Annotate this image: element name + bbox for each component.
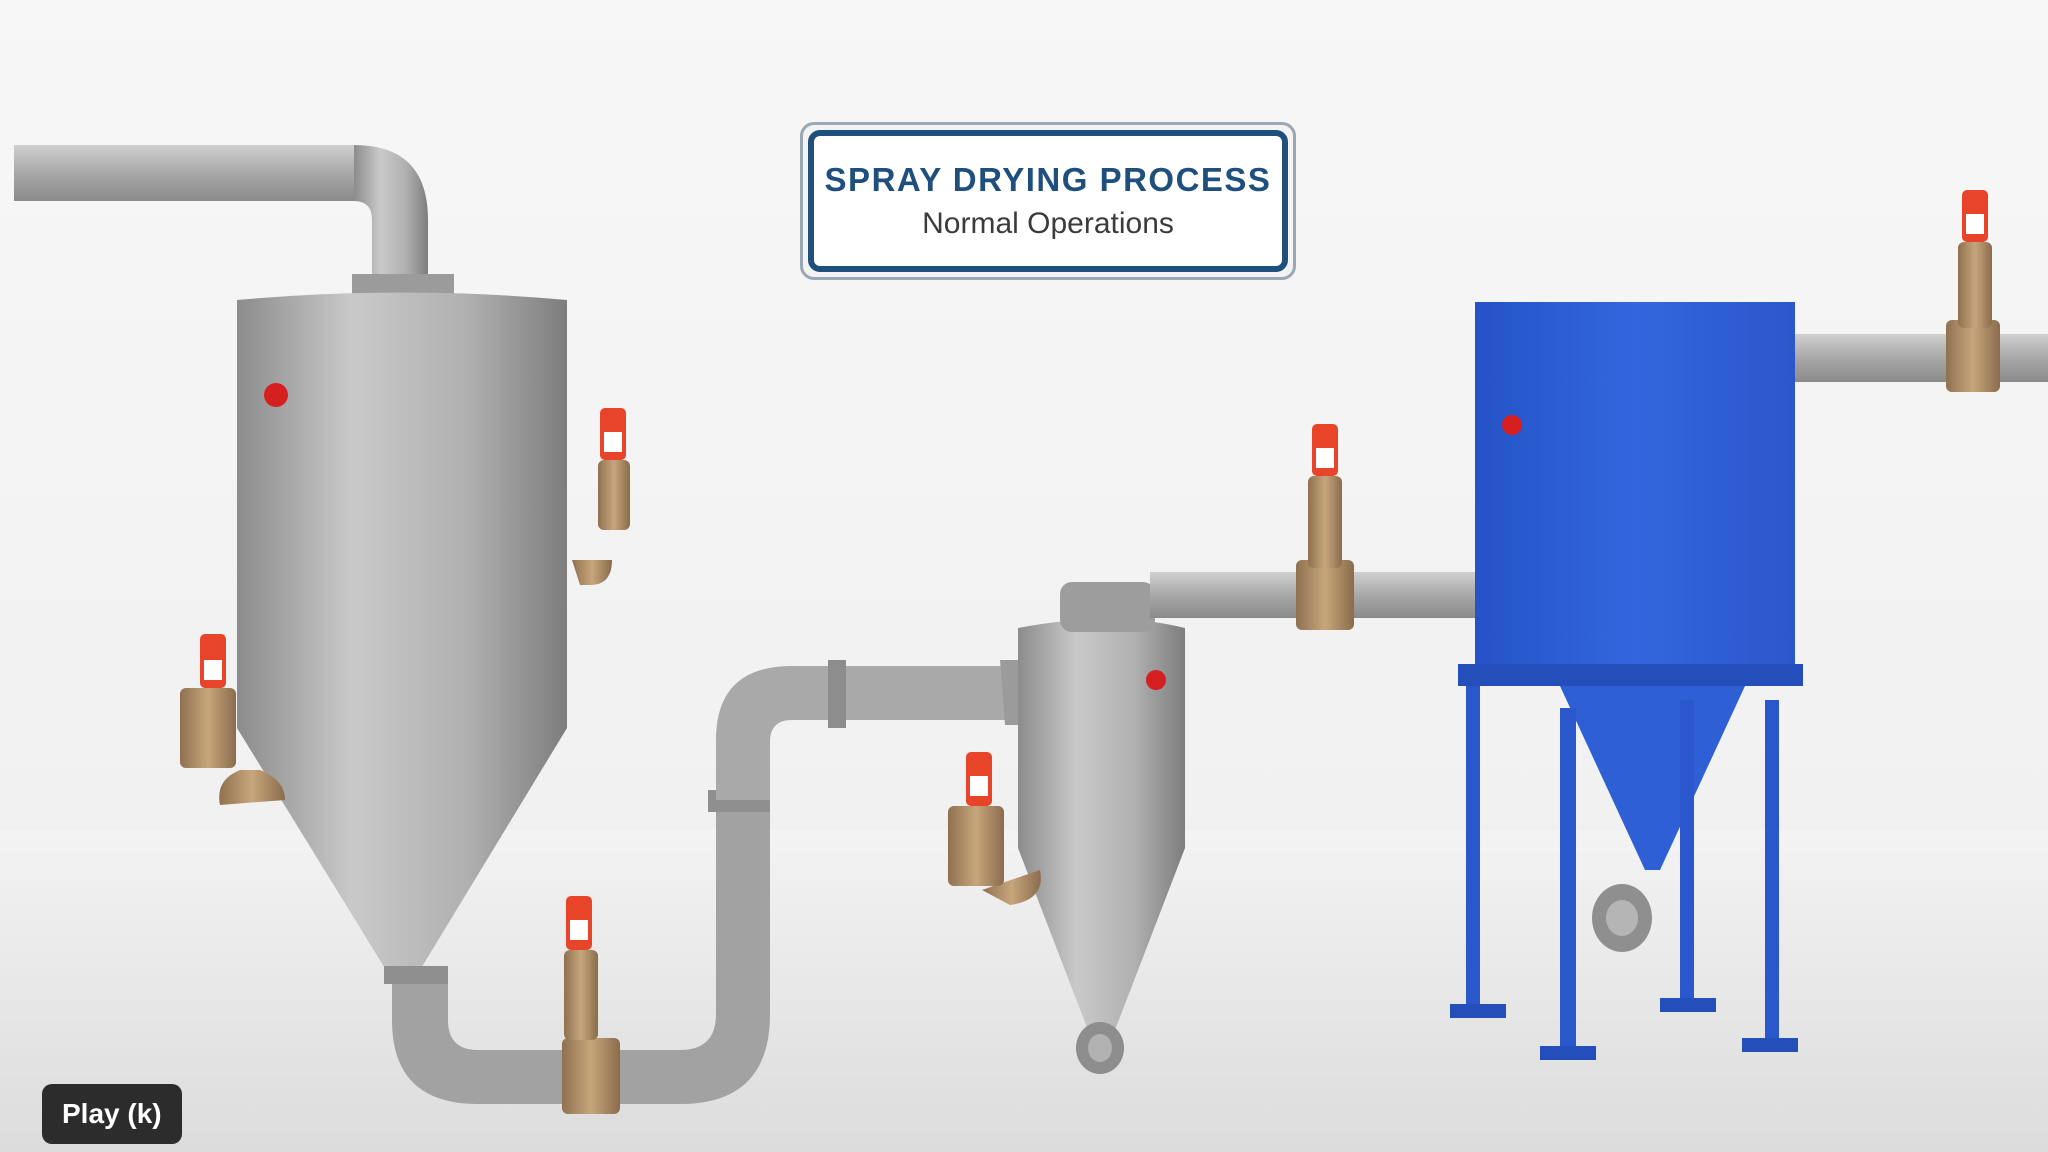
title-text: SPRAY DRYING PROCESS: [824, 161, 1272, 198]
exhaust-pipe: [1795, 334, 2048, 382]
play-tooltip: Play (k): [42, 1084, 182, 1144]
valve-sensor: [564, 896, 598, 1040]
indicator-light: [1146, 670, 1166, 690]
valve-sensor: [598, 408, 630, 530]
title-card-inner: SPRAY DRYING PROCESS Normal Operations: [808, 130, 1288, 272]
baghouse-dust-collector: [1450, 302, 1803, 1060]
valve-sensor: [1958, 190, 1992, 328]
spray-dryer-vessel: [237, 292, 567, 984]
valve-sensor: [180, 634, 236, 768]
indicator-light: [264, 383, 288, 407]
inlet-pipe: [14, 145, 454, 296]
indicator-light: [1502, 415, 1522, 435]
cyclone-separator: [1018, 582, 1185, 1074]
valve-sensor: [1308, 424, 1342, 568]
valve-sensor: [948, 752, 1004, 886]
title-card: SPRAY DRYING PROCESS Normal Operations: [800, 122, 1296, 280]
pipe-flanges: [219, 320, 2000, 1114]
subtitle-text: Normal Operations: [922, 207, 1174, 240]
